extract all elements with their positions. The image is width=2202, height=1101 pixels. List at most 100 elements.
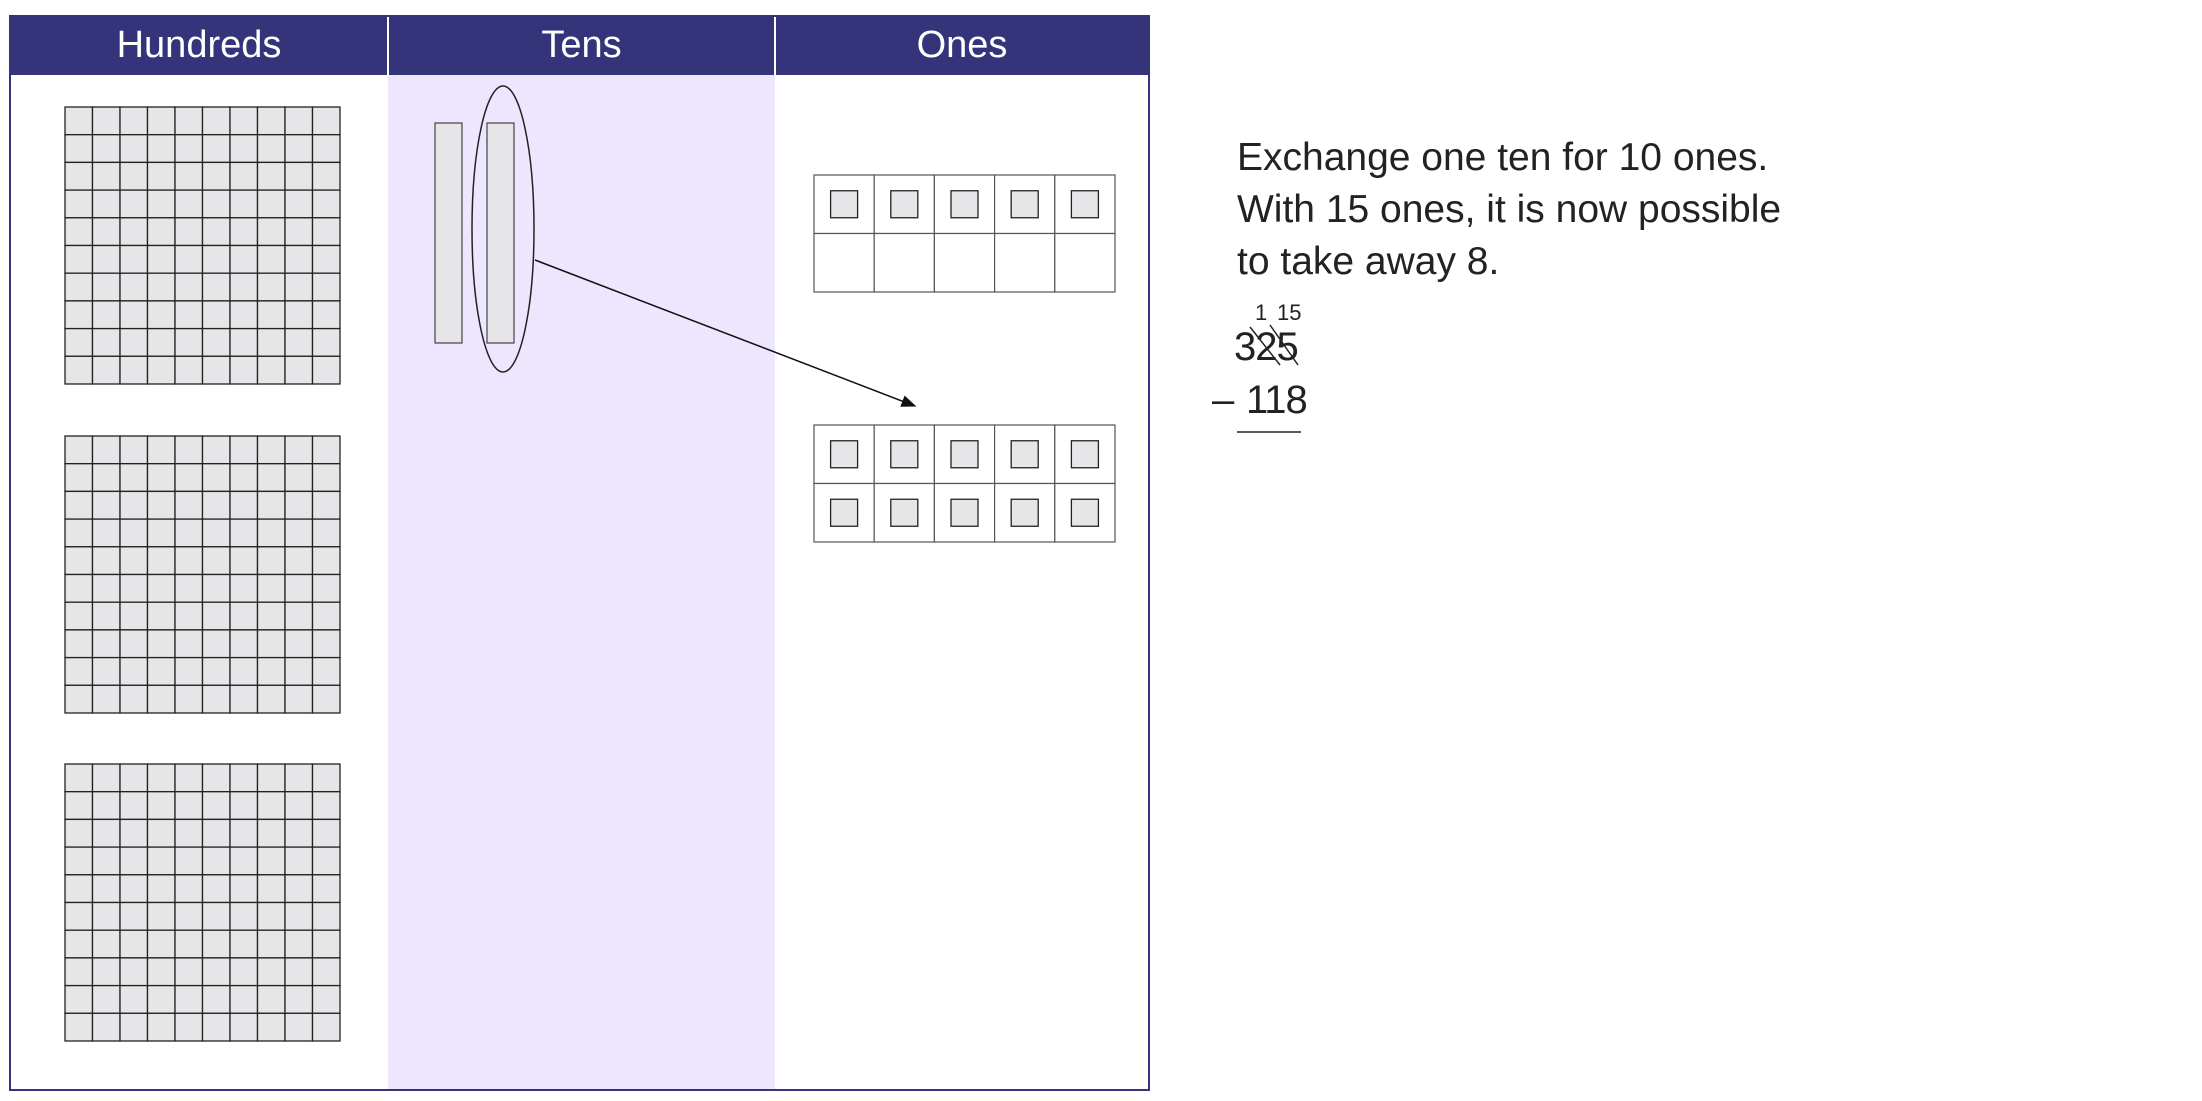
table-border (9, 15, 1150, 1091)
hundreds-unit-cell (256, 300, 286, 330)
ten-frame-cell (813, 232, 875, 293)
hundreds-unit-cell (311, 435, 341, 465)
hundreds-unit-cell (119, 901, 149, 931)
hundreds-unit-cell (64, 984, 94, 1014)
hundreds-unit-cell (311, 957, 341, 987)
hundreds-unit-cell (64, 546, 94, 576)
hundreds-unit-cell (311, 684, 341, 714)
hundreds-unit-cell (174, 763, 204, 793)
explanation-line-2: With 15 ones, it is now possible (1237, 188, 1782, 231)
hundreds-unit-cell (64, 518, 94, 548)
hundreds-unit-cell (229, 984, 259, 1014)
hundreds-unit-cell (91, 791, 121, 821)
hundreds-unit-cell (119, 518, 149, 548)
hundreds-unit-cell (311, 791, 341, 821)
hundreds-unit-cell (284, 874, 314, 904)
hundreds-unit-cell (201, 463, 231, 493)
hundreds-unit-cell (201, 573, 231, 603)
regroup-tens: 1 (1255, 300, 1268, 325)
hundreds-unit-cell (174, 327, 204, 357)
hundreds-unit-cell (64, 874, 94, 904)
hundreds-unit-cell (146, 272, 176, 302)
hundreds-unit-cell (174, 629, 204, 659)
hundreds-unit-cell (174, 272, 204, 302)
hundreds-unit-cell (284, 763, 314, 793)
hundreds-unit-cell (64, 463, 94, 493)
hundreds-unit-cell (146, 134, 176, 164)
hundreds-unit-cell (119, 629, 149, 659)
hundreds-unit-cell (146, 518, 176, 548)
hundreds-unit-cell (229, 656, 259, 686)
hundreds-unit-cell (119, 684, 149, 714)
hundreds-unit-cell (256, 629, 286, 659)
hundreds-unit-cell (284, 355, 314, 385)
hundreds-unit-cell (91, 327, 121, 357)
hundreds-unit-cell (229, 573, 259, 603)
hundreds-unit-cell (284, 217, 314, 247)
hundreds-unit-cell (91, 901, 121, 931)
ones-unit-cube (829, 440, 859, 469)
hundreds-unit-cell (146, 874, 176, 904)
hundreds-unit-cell (119, 546, 149, 576)
hundreds-unit-cell (174, 546, 204, 576)
hundreds-unit-cell (201, 818, 231, 848)
hundreds-unit-cell (91, 763, 121, 793)
hundreds-unit-cell (174, 684, 204, 714)
hundreds-unit-cell (146, 327, 176, 357)
hundreds-unit-cell (229, 300, 259, 330)
hundreds-unit-cell (174, 463, 204, 493)
tens-rod (434, 122, 463, 344)
ones-unit-cube (890, 498, 919, 527)
hundreds-unit-cell (229, 106, 259, 136)
hundreds-unit-cell (284, 573, 314, 603)
hundreds-unit-cell (119, 490, 149, 520)
hundreds-unit-cell (146, 435, 176, 465)
hundreds-unit-cell (201, 490, 231, 520)
hundreds-unit-cell (311, 217, 341, 247)
hundreds-unit-cell (91, 435, 121, 465)
hundreds-unit-cell (256, 435, 286, 465)
hundreds-unit-cell (91, 846, 121, 876)
hundreds-unit-cell (201, 763, 231, 793)
hundreds-unit-cell (229, 846, 259, 876)
hundreds-unit-cell (91, 984, 121, 1014)
header-ones: Ones (916, 24, 1008, 66)
hundreds-unit-cell (311, 546, 341, 576)
hundreds-unit-cell (201, 984, 231, 1014)
ones-unit-cube (1010, 498, 1039, 527)
hundreds-unit-cell (119, 929, 149, 959)
hundreds-unit-cell (229, 463, 259, 493)
hundreds-unit-cell (201, 929, 231, 959)
hundreds-unit-cell (146, 463, 176, 493)
hundreds-unit-cell (284, 244, 314, 274)
hundreds-unit-cell (174, 217, 204, 247)
hundreds-unit-cell (174, 134, 204, 164)
hundreds-unit-cell (284, 518, 314, 548)
hundreds-unit-cell (174, 300, 204, 330)
hundreds-unit-cell (119, 763, 149, 793)
hundreds-unit-cell (229, 929, 259, 959)
hundreds-unit-cell (201, 874, 231, 904)
ten-frame-cell (993, 232, 1056, 293)
hundreds-unit-cell (119, 300, 149, 330)
hundreds-unit-cell (256, 217, 286, 247)
hundreds-unit-cell (91, 244, 121, 274)
explanation-line-3: to take away 8. (1237, 240, 1500, 283)
hundreds-unit-cell (64, 161, 94, 191)
hundreds-unit-cell (174, 901, 204, 931)
header-hundreds: Hundreds (116, 24, 282, 66)
hundreds-unit-cell (284, 684, 314, 714)
hundreds-unit-cell (201, 327, 231, 357)
hundreds-unit-cell (119, 435, 149, 465)
hundreds-unit-cell (174, 984, 204, 1014)
hundreds-unit-cell (201, 846, 231, 876)
hundreds-unit-cell (201, 684, 231, 714)
hundreds-unit-cell (284, 134, 314, 164)
hundreds-unit-cell (256, 463, 286, 493)
ones-unit-cube (950, 440, 979, 469)
hundreds-unit-cell (119, 957, 149, 987)
hundreds-unit-cell (119, 601, 149, 631)
minuend: 325 (1234, 325, 1299, 369)
hundreds-unit-cell (311, 874, 341, 904)
hundreds-unit-cell (284, 463, 314, 493)
